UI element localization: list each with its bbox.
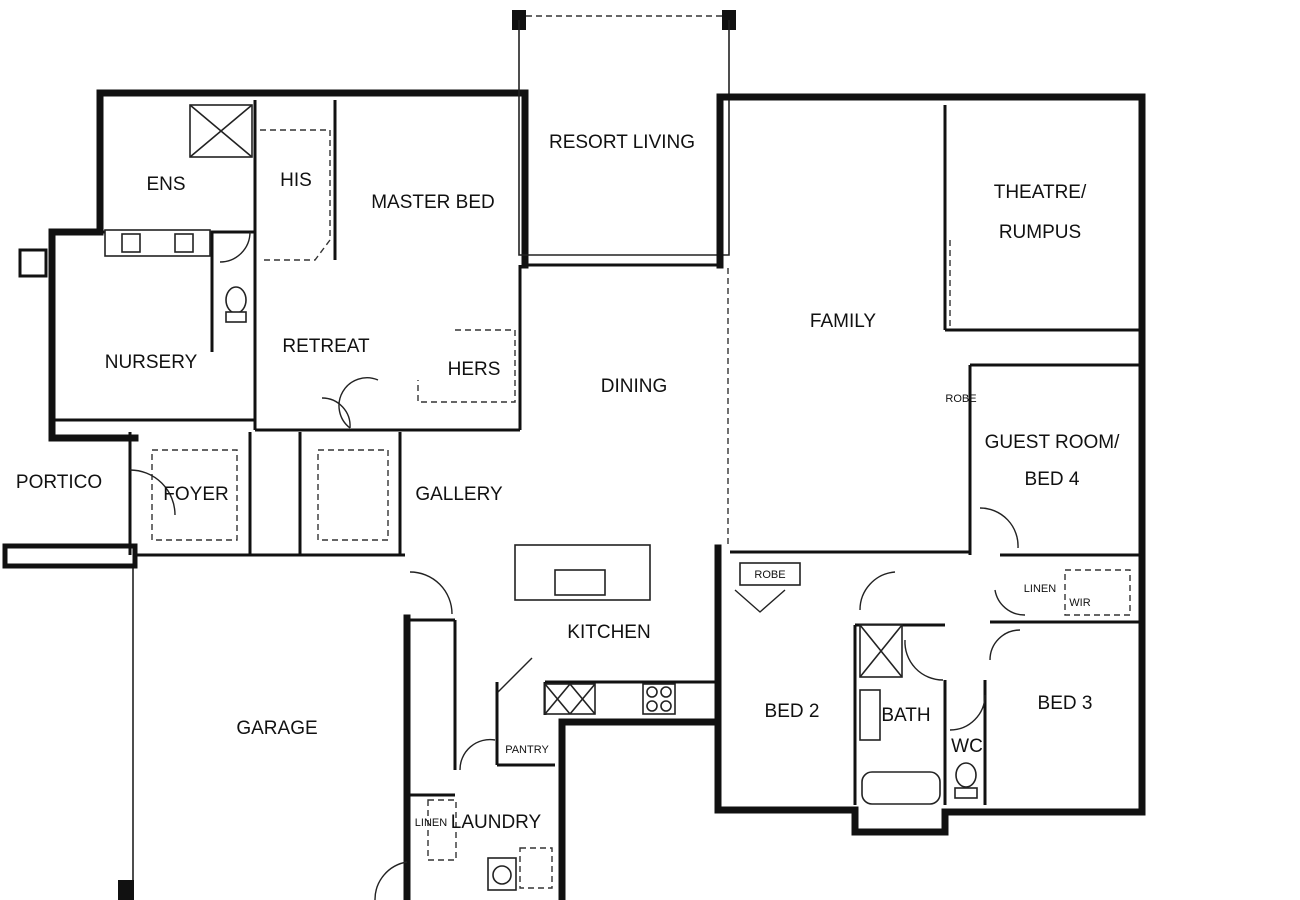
label-retreat: RETREAT — [282, 336, 370, 357]
label-pantry: PANTRY — [505, 744, 549, 756]
room-labels: RESORT LIVING ENS HIS MASTER BED THEATRE… — [16, 132, 1120, 833]
label-robe: ROBE — [754, 569, 785, 581]
label-guest-line2: BED 4 — [1025, 469, 1080, 490]
label-dining: DINING — [601, 376, 668, 397]
door-swings — [129, 231, 1026, 900]
label-robe-small: ROBE — [945, 393, 976, 405]
label-his: HIS — [280, 170, 312, 191]
label-portico: PORTICO — [16, 472, 102, 493]
label-garage: GARAGE — [236, 718, 317, 739]
dashed-outlines — [151, 129, 1131, 861]
fixtures — [104, 104, 978, 891]
label-wc: WC — [951, 736, 983, 757]
label-theatre-line1: THEATRE/ — [994, 182, 1087, 203]
label-kitchen: KITCHEN — [567, 622, 650, 643]
label-ens: ENS — [146, 174, 185, 195]
label-laundry: LAUNDRY — [451, 812, 542, 833]
label-guest-line1: GUEST ROOM/ — [985, 432, 1120, 453]
label-family: FAMILY — [810, 311, 876, 332]
exterior-walls — [2, 10, 1146, 900]
label-foyer: FOYER — [163, 484, 228, 505]
label-master-bed: MASTER BED — [371, 192, 495, 213]
label-nursery: NURSERY — [105, 352, 198, 373]
label-bed2: BED 2 — [765, 701, 820, 722]
label-wir: WIR — [1069, 597, 1090, 609]
label-laundry-linen: LINEN — [415, 817, 447, 829]
label-bed3: BED 3 — [1038, 693, 1093, 714]
label-hers: HERS — [448, 359, 501, 380]
label-theatre-line2: RUMPUS — [999, 222, 1081, 243]
label-resort-living: RESORT LIVING — [549, 132, 695, 153]
label-bath: BATH — [881, 705, 930, 726]
interior-walls — [52, 100, 1142, 805]
label-linen: LINEN — [1024, 583, 1056, 595]
label-gallery: GALLERY — [415, 484, 503, 505]
